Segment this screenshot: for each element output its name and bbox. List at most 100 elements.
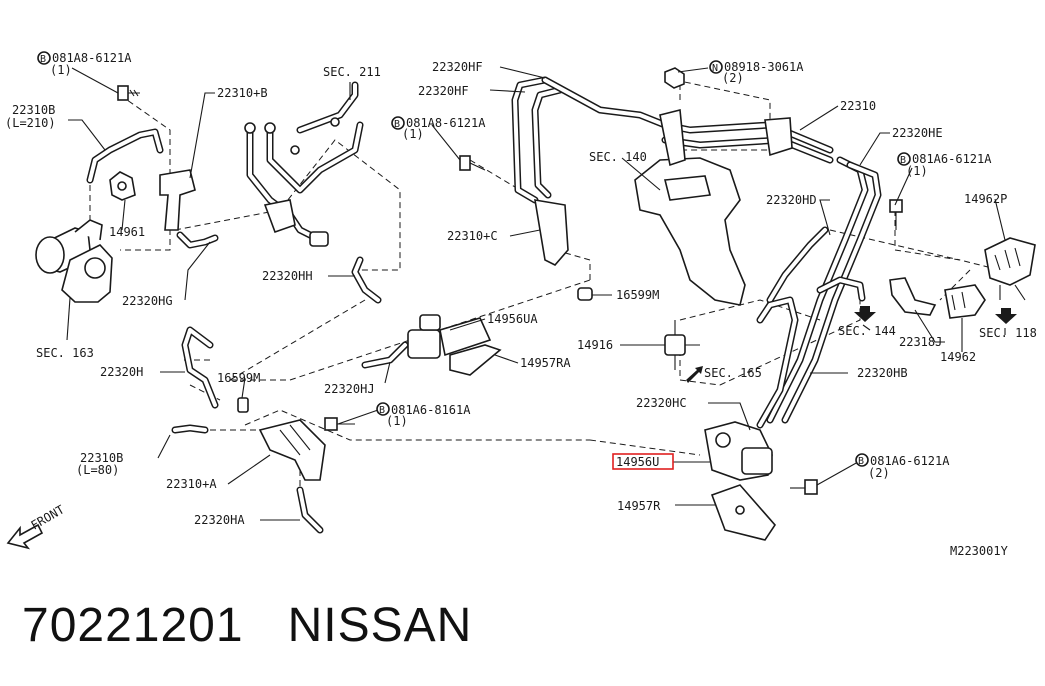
svg-text:B: B xyxy=(900,155,906,166)
bracket-22310a xyxy=(258,419,326,481)
label-bolt-mid: 081A8-6121A xyxy=(406,116,486,130)
connector-14962p xyxy=(984,237,1036,301)
svg-text:B: B xyxy=(379,405,385,416)
throttle-body-sec-163 xyxy=(35,219,113,303)
label-14962: 14962 xyxy=(940,350,976,364)
label-sec-163: SEC. 163 xyxy=(36,346,94,360)
arrow-front xyxy=(6,523,44,550)
label-22310: 22310 xyxy=(840,99,876,113)
label-14961: 14961 xyxy=(109,225,145,239)
cap-16599m-left xyxy=(237,397,249,413)
label-22320hg: 22320HG xyxy=(122,294,173,308)
label-22310b-low: 22310B xyxy=(80,451,123,465)
svg-text:B: B xyxy=(858,456,864,467)
bracket-14957r xyxy=(710,484,777,541)
circled-n-marker: N xyxy=(709,60,723,74)
arrow-sec-144 xyxy=(854,306,876,322)
label-sec-165: SEC. 165 xyxy=(704,366,762,380)
svg-text:B: B xyxy=(40,54,46,65)
label-22320h: 22320H xyxy=(100,365,143,379)
label-sec-144: SEC. 144 xyxy=(838,324,896,338)
label-bolt-low: 081A6-8161A xyxy=(391,403,471,417)
tube-22310 xyxy=(659,108,834,167)
bolt-low-right xyxy=(790,479,818,495)
clip-14961 xyxy=(109,171,136,201)
valve-14956u xyxy=(704,421,773,481)
bracket-22310b xyxy=(159,169,196,231)
bolt-mid xyxy=(459,155,486,171)
label-bolt-low-right-qty: (2) xyxy=(868,466,890,480)
label-front: FRONT xyxy=(29,502,67,532)
pipe-assembly-sec-211 xyxy=(244,81,364,247)
label-14957ra: 14957RA xyxy=(520,356,571,370)
part-labels: 081A8-6121A (1) 22310B (L=210) 22310+B S… xyxy=(5,51,1037,558)
bracket-22310c xyxy=(534,199,593,301)
highlight-box-14956u xyxy=(612,453,674,470)
label-bolt-right: 081A6-6121A xyxy=(912,152,992,166)
label-14916: 14916 xyxy=(577,338,613,352)
label-22320he: 22320HE xyxy=(892,126,943,140)
label-sec-140: SEC. 140 xyxy=(589,150,647,164)
hose-22310b-top xyxy=(86,128,164,184)
label-22320hc: 22320HC xyxy=(636,396,687,410)
bracket-22318j xyxy=(889,277,937,316)
label-22310b-top-len: (L=210) xyxy=(5,116,56,130)
svg-text:N: N xyxy=(712,63,718,74)
hose-22320hg xyxy=(176,231,219,249)
hose-22320hj xyxy=(361,341,409,369)
label-nut-qty: (2) xyxy=(722,71,744,85)
hoses-22320he-hd xyxy=(756,156,882,429)
solenoid-14956ua xyxy=(407,314,502,376)
bolt-right xyxy=(889,199,903,230)
label-22320hb: 22320HB xyxy=(857,366,908,380)
label-sec-211: SEC. 211 xyxy=(323,65,381,79)
label-22310-a: 22310+A xyxy=(166,477,217,491)
label-22310-c: 22310+C xyxy=(447,229,498,243)
label-14956ua: 14956UA xyxy=(487,312,538,326)
label-22310-b: 22310+B xyxy=(217,86,268,100)
connector-14962 xyxy=(944,284,986,319)
label-22320hd: 22320HD xyxy=(766,193,817,207)
bolt-low xyxy=(324,417,355,431)
circled-b-markers: B B B B B xyxy=(37,51,911,467)
label-22310b-low-len: (L=80) xyxy=(76,463,119,477)
label-14957r: 14957R xyxy=(617,499,661,513)
label-14962p: 14962P xyxy=(964,192,1007,206)
arrow-sec-165 xyxy=(686,366,703,383)
label-22320hf-2: 22320HF xyxy=(418,84,469,98)
caption-brand: NISSAN xyxy=(287,599,473,652)
hose-22320hh xyxy=(351,256,382,304)
label-bolt-low-right: 081A6-6121A xyxy=(870,454,950,468)
hose-22310b-low xyxy=(171,424,209,434)
label-bolt-top-left: 081A8-6121A xyxy=(52,51,132,65)
label-22320hh: 22320HH xyxy=(262,269,313,283)
label-22320ha: 22320HA xyxy=(194,513,245,527)
label-22318j: 22318J xyxy=(899,335,942,349)
hoses-22320hf xyxy=(511,76,669,204)
manifold-sec-140 xyxy=(634,157,746,306)
caption-part-number: 70221201 xyxy=(22,599,244,652)
label-bolt-top-left-qty: (1) xyxy=(50,63,72,77)
valve-14916 xyxy=(664,320,700,370)
nut xyxy=(664,67,685,89)
label-bolt-low-qty: (1) xyxy=(386,414,408,428)
label-bolt-mid-qty: (1) xyxy=(402,127,424,141)
label-22310b-top: 22310B xyxy=(12,103,55,117)
label-16599m-left: 16599M xyxy=(217,371,260,385)
hose-22320h xyxy=(181,326,219,409)
label-nut: 08918-3061A xyxy=(724,60,804,74)
label-bolt-right-qty: (1) xyxy=(906,164,928,178)
label-22320hj: 22320HJ xyxy=(324,382,375,396)
label-sec-118: SEC. 118 xyxy=(979,326,1037,340)
label-14956u: 14956U xyxy=(616,455,659,469)
label-16599m-right: 16599M xyxy=(616,288,659,302)
caption: 70221201 NISSAN xyxy=(22,598,472,653)
arrow-sec-118 xyxy=(995,308,1017,324)
svg-text:B: B xyxy=(394,119,400,130)
label-22320hf-1: 22320HF xyxy=(432,60,483,74)
hose-22320ha xyxy=(296,486,324,534)
diagram-id: M223001Y xyxy=(950,544,1009,558)
leader-lines xyxy=(66,66,1006,521)
bolt-top-left xyxy=(117,85,140,101)
